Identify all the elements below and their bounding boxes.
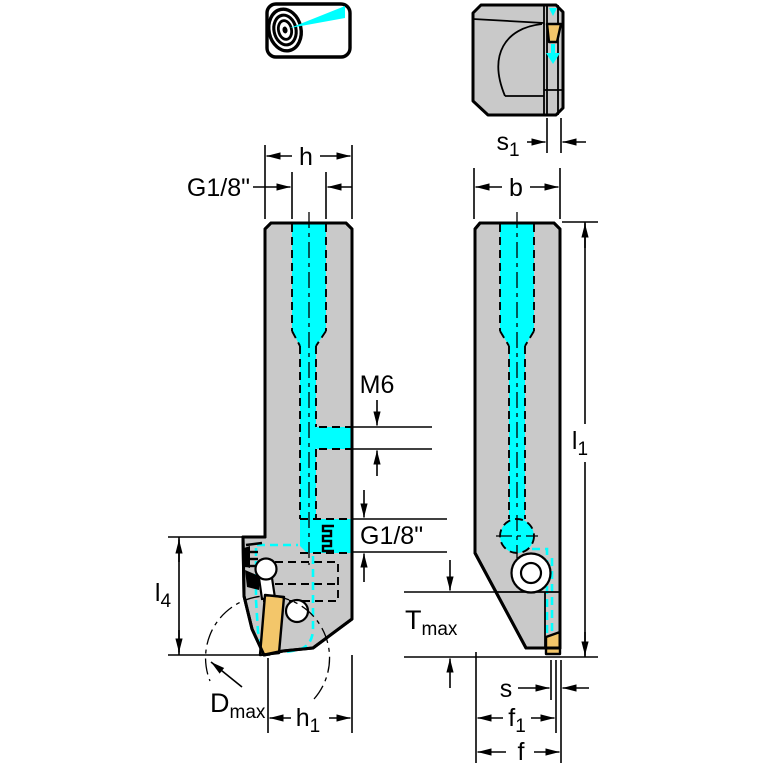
side-view: b l1 Tmax s [404,168,598,766]
dimension-g18-side: G1/8" [352,490,447,582]
coolant-spray-icon [265,2,352,59]
dimension-b: b [473,168,561,219]
coolant-outlet-icon [549,8,557,16]
dimension-tmax: Tmax [404,560,598,688]
screw-drive-side [519,561,543,585]
top-view: s1 [471,3,586,161]
dim-label-l4: l4 [155,579,172,612]
dimension-f: f [477,738,560,766]
dimension-s1: s1 [496,118,586,161]
dimension-h: h [264,143,353,219]
dim-label-h: h [299,143,313,171]
front-view: h G1/8" M6 G1/8" [155,143,447,737]
coolant-direction-arrow [546,44,560,64]
insert-front-view [258,593,286,657]
hidden-line [499,330,510,347]
dim-label-s1: s1 [496,128,519,161]
dimension-l4: l4 [155,536,270,656]
coolant-hidden-line [532,547,549,636]
dim-label-l1: l1 [572,427,588,460]
coolant-hidden-line [285,556,315,654]
target-rings-icon [267,7,303,53]
dim-label-f: f [518,738,525,766]
dimension-g18-top: G1/8" [187,172,352,219]
hidden-line [524,330,535,347]
dimension-l1: l1 [562,221,598,657]
insert-top-view [545,22,563,44]
dim-label-s: s [500,675,513,703]
thread-symbol [321,524,334,553]
dim-label-m6: M6 [360,371,395,399]
dimension-h1: h1 [267,655,353,737]
dimension-dmax: Dmax [210,661,266,723]
coolant-hole-m6 [309,427,352,449]
dimension-s: s [500,660,589,763]
top-view-edge [472,18,545,24]
dim-label-dmax: Dmax [210,688,266,723]
dmax-circle [204,595,331,700]
dim-label-f1: f1 [508,704,526,737]
hidden-line [315,330,327,347]
dimension-m6: M6 [352,371,432,476]
dim-label-b: b [509,174,523,202]
side-view-outline [473,221,562,650]
dim-label-g18-side: G1/8" [360,522,423,550]
coolant-bore-narrow [300,346,316,536]
dim-label-h1: h1 [296,704,320,737]
dimension-f1: f1 [475,652,555,763]
spray-beam-icon [290,6,345,28]
hidden-line [291,330,301,347]
clamp-screw-head [254,557,278,581]
dim-label-g18-top: G1/8" [187,174,250,202]
insert-side-view [544,630,562,656]
top-view-curved-face [497,23,543,97]
dim-label-tmax: Tmax [405,605,458,640]
leader-arrow [210,661,243,688]
